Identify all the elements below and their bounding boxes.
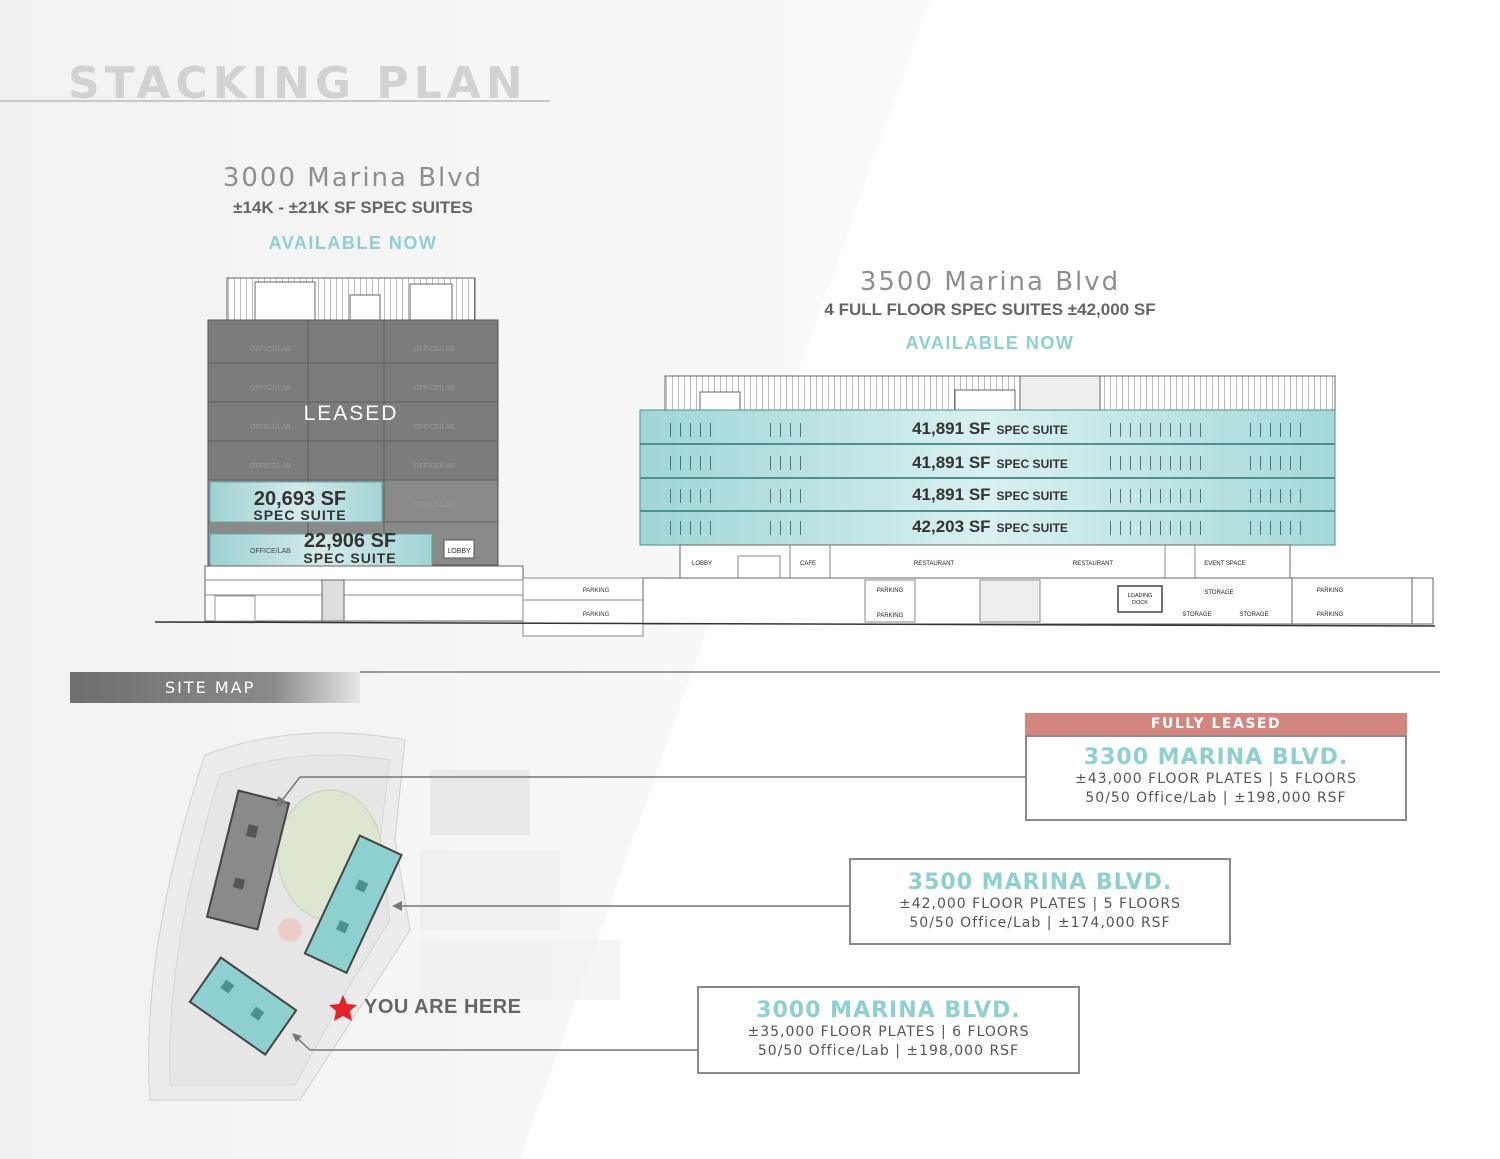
site-map-label: SITE MAP xyxy=(165,678,256,697)
floor-label: OFFICE/LAB xyxy=(414,463,455,470)
info-box-name: 3300 MARINA BLVD. xyxy=(1083,745,1349,770)
info-box-3300: 3300 MARINA BLVD. ±43,000 FLOOR PLATES |… xyxy=(1025,735,1407,821)
site-map-bar xyxy=(70,672,360,703)
floor-label: OFFICE/LAB xyxy=(250,346,291,353)
floor-label: OFFICE/LAB xyxy=(414,502,455,509)
loading-dock-label-2: DOCK xyxy=(1132,600,1148,606)
b3000-suite1-label: SPEC SUITE xyxy=(253,507,346,523)
parking-label: PARKING xyxy=(1317,612,1344,618)
b3500-suite-2-label: SPEC SUITE xyxy=(997,457,1068,471)
b3000-leased-block xyxy=(207,319,499,481)
info-box-3500: 3500 MARINA BLVD. ±42,000 FLOOR PLATES |… xyxy=(849,858,1231,945)
you-are-here-star-icon xyxy=(329,995,357,1021)
storage-label: STORAGE xyxy=(1182,612,1211,618)
b3000-lobby-label: LOBBY xyxy=(447,548,471,555)
title-underline xyxy=(0,100,550,102)
b3500-suite-4: 42,203 SF SPEC SUITE xyxy=(912,517,1068,536)
storage-label: STORAGE xyxy=(1239,612,1268,618)
info-box-line1: ±43,000 FLOOR PLATES | 5 FLOORS xyxy=(1074,771,1358,787)
floor-label: OFFICE/LAB xyxy=(250,385,291,392)
restaurant-label: RESTAURANT xyxy=(1073,561,1114,567)
b3000-suite2 xyxy=(209,533,433,567)
b3500-name: 3500 Marina Blvd xyxy=(859,267,1121,297)
parking-label: PARKING xyxy=(877,588,904,594)
site-b3000 xyxy=(188,956,298,1056)
loading-dock-label-1: LOADING xyxy=(1128,593,1153,599)
b3500-suite-1-sf: 41,891 SF xyxy=(912,419,990,438)
b3000-suite1 xyxy=(209,481,383,523)
ground-line xyxy=(154,621,1436,627)
site-b3500 xyxy=(303,834,403,975)
b3000-subtitle: ±14K - ±21K SF SPEC SUITES xyxy=(233,198,473,217)
floor-label: OFFICE/LAB xyxy=(414,346,455,353)
b3500-suite-4-sf: 42,203 SF xyxy=(912,517,990,536)
floor-label: OFFICE/LAB xyxy=(250,548,291,555)
b3500-subtitle: 4 FULL FLOOR SPEC SUITES ±42,000 SF xyxy=(824,300,1156,319)
info-box-line2: 50/50 Office/Lab | ±198,000 RSF xyxy=(757,1043,1020,1059)
b3000-elevation: OFFICE/LAB OFFICE/LAB OFFICE/LAB OFFICE/… xyxy=(204,277,524,622)
leased-label: LEASED xyxy=(304,402,399,425)
b3500-suite-1-label: SPEC SUITE xyxy=(997,423,1068,437)
info-box-line2: 50/50 Office/Lab | ±174,000 RSF xyxy=(909,915,1171,931)
b3000-suite2-label: SPEC SUITE xyxy=(303,550,396,566)
b3500-suite-2: 41,891 SF SPEC SUITE xyxy=(912,453,1068,472)
site-map-rule xyxy=(360,671,1440,673)
b3000-suite1-sf: 20,693 SF xyxy=(254,488,346,510)
lobby-label: LOBBY xyxy=(692,561,712,567)
b3500-suite-2-sf: 41,891 SF xyxy=(912,453,990,472)
parking-label: PARKING xyxy=(583,588,610,594)
site-b3300 xyxy=(205,789,291,931)
fully-leased-badge: FULLY LEASED xyxy=(1025,713,1407,735)
parking-label: PARKING xyxy=(1317,588,1344,594)
floor-label: OFFICE/LAB xyxy=(250,463,291,470)
info-box-line1: ±42,000 FLOOR PLATES | 5 FLOORS xyxy=(898,896,1182,912)
b3000-name: 3000 Marina Blvd xyxy=(222,163,484,193)
site-map xyxy=(148,732,1025,1101)
b3500-suite-1: 41,891 SF SPEC SUITE xyxy=(912,419,1068,438)
cafe-label: CAFE xyxy=(800,561,816,567)
restaurant-label: RESTAURANT xyxy=(914,561,955,567)
b3500-suite-3-label: SPEC SUITE xyxy=(997,489,1068,503)
b3000-suite2-sf: 22,906 SF xyxy=(304,530,396,552)
storage-label: STORAGE xyxy=(1204,590,1233,596)
you-are-here-label: YOU ARE HERE xyxy=(364,996,522,1018)
event-space-label: EVENT SPACE xyxy=(1204,561,1245,567)
info-box-3000: 3000 MARINA BLVD. ±35,000 FLOOR PLATES |… xyxy=(697,986,1080,1074)
floor-label: OFFICE/LAB xyxy=(414,424,455,431)
b3500-suite-3-sf: 41,891 SF xyxy=(912,485,990,504)
info-box-line2: 50/50 Office/Lab | ±198,000 RSF xyxy=(1085,790,1347,806)
b3500-suite-4-label: SPEC SUITE xyxy=(997,521,1068,535)
parking-label: PARKING xyxy=(583,612,610,618)
floor-label: OFFICE/LAB xyxy=(250,424,291,431)
floor-label: OFFICE/LAB xyxy=(414,385,455,392)
b3000-status: AVAILABLE NOW xyxy=(268,233,438,253)
stacking-elevation: OFFICE/LAB OFFICE/LAB OFFICE/LAB OFFICE/… xyxy=(154,277,1436,637)
info-box-name: 3500 MARINA BLVD. xyxy=(907,870,1173,895)
b3500-status: AVAILABLE NOW xyxy=(905,333,1075,353)
info-box-name: 3000 MARINA BLVD. xyxy=(756,998,1021,1023)
info-box-line1: ±35,000 FLOOR PLATES | 6 FLOORS xyxy=(747,1024,1030,1040)
parking-label: PARKING xyxy=(877,613,904,619)
b3500-suite-3: 41,891 SF SPEC SUITE xyxy=(912,485,1068,504)
